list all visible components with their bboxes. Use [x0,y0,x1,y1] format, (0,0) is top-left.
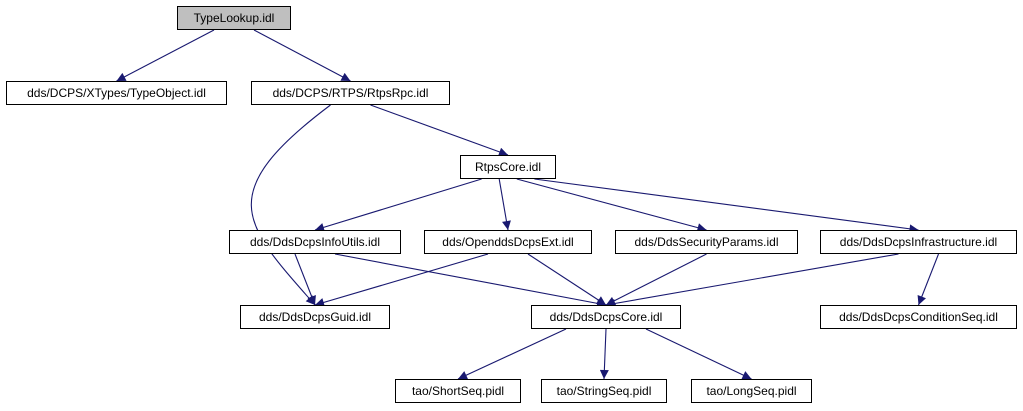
node-rtpsrpc-idl[interactable]: dds/DCPS/RTPS/RtpsRpc.idl [251,81,450,105]
edge-type_lookup-to-type_object [116,29,215,82]
edge-rtps_core-to-security_params [516,178,707,233]
edge-core-to-long_seq [645,328,752,380]
edge-rtps_rpc-to-guid [250,104,331,306]
edge-rtps_core-to-infrastructure [534,178,919,234]
edge-rtps_core-to-opendds_ext [498,178,511,231]
node-ddsdcpsinfrastructure-idl[interactable]: dds/DdsDcpsInfrastructure.idl [820,230,1017,254]
node-ddsdcpsconditionseq-idl[interactable]: dds/DdsDcpsConditionSeq.idl [820,305,1017,329]
edge-opendds_ext-to-core [527,253,607,306]
edge-opendds_ext-to-guid [314,253,489,307]
node-ddsdcpsguid-idl[interactable]: dds/DdsDcpsGuid.idl [240,305,390,329]
node-longseq-pidl[interactable]: tao/LongSeq.pidl [691,379,812,403]
edge-infrastructure-to-core [605,253,899,308]
node-rtpscore-idl[interactable]: RtpsCore.idl [460,155,556,179]
edge-core-to-short_seq [457,328,567,380]
edge-rtps_core-to-info_utils [314,178,482,232]
edge-infrastructure-to-condition_seq [917,253,940,306]
edge-rtps_rpc-to-rtps_core [370,104,509,157]
node-stringseq-pidl[interactable]: tao/StringSeq.pidl [541,379,667,403]
edge-core-to-string_seq [599,328,609,380]
node-typeobject-idl[interactable]: dds/DCPS/XTypes/TypeObject.idl [6,81,227,105]
node-ddssecurityparams-idl[interactable]: dds/DdsSecurityParams.idl [615,230,798,254]
edge-info_utils-to-guid [294,253,316,306]
node-shortseq-pidl[interactable]: tao/ShortSeq.pidl [395,379,521,403]
edge-security_params-to-core [605,253,707,306]
node-ddsdcpscore-idl[interactable]: dds/DdsDcpsCore.idl [531,305,681,329]
node-openddsdcpsext-idl[interactable]: dds/OpenddsDcpsExt.idl [424,230,592,254]
node-typelookup-idl: TypeLookup.idl [177,6,291,30]
node-ddsdcpsinfoutils-idl[interactable]: dds/DdsDcpsInfoUtils.idl [229,230,401,254]
edge-info_utils-to-core [334,253,607,308]
edge-type_lookup-to-rtps_rpc [253,29,351,82]
